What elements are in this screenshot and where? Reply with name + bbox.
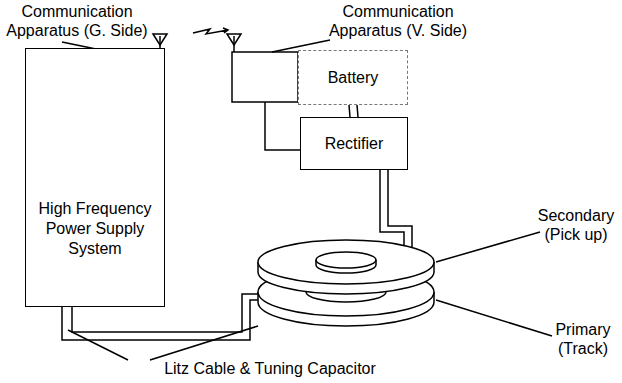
radio-link	[193, 28, 228, 34]
part-label: Secondary (Pick up)	[532, 206, 620, 244]
battery-box: Battery	[298, 50, 408, 105]
part-label: Litz Cable & Tuning Capacitor	[120, 359, 420, 378]
rectifier-box: Rectifier	[300, 117, 408, 170]
part-label: Communication Apparatus (G. Side)	[2, 2, 152, 40]
cable-connector	[349, 105, 358, 117]
comm-box	[232, 52, 298, 102]
cable	[380, 170, 412, 250]
wire	[265, 102, 300, 150]
secondary-pickup	[258, 240, 434, 284]
part-label: Communication Apparatus (V. Side)	[318, 2, 478, 40]
power-supply-box: High Frequency Power Supply System	[25, 48, 165, 307]
box-label: Battery	[322, 68, 385, 88]
leader-line	[436, 300, 552, 336]
antenna	[153, 34, 167, 45]
part-label: Primary (Track)	[548, 320, 618, 358]
leader-line	[436, 232, 540, 262]
box-label: Rectifier	[319, 134, 390, 154]
leader-line	[68, 330, 128, 360]
box-label: High Frequency Power Supply System	[26, 199, 164, 259]
